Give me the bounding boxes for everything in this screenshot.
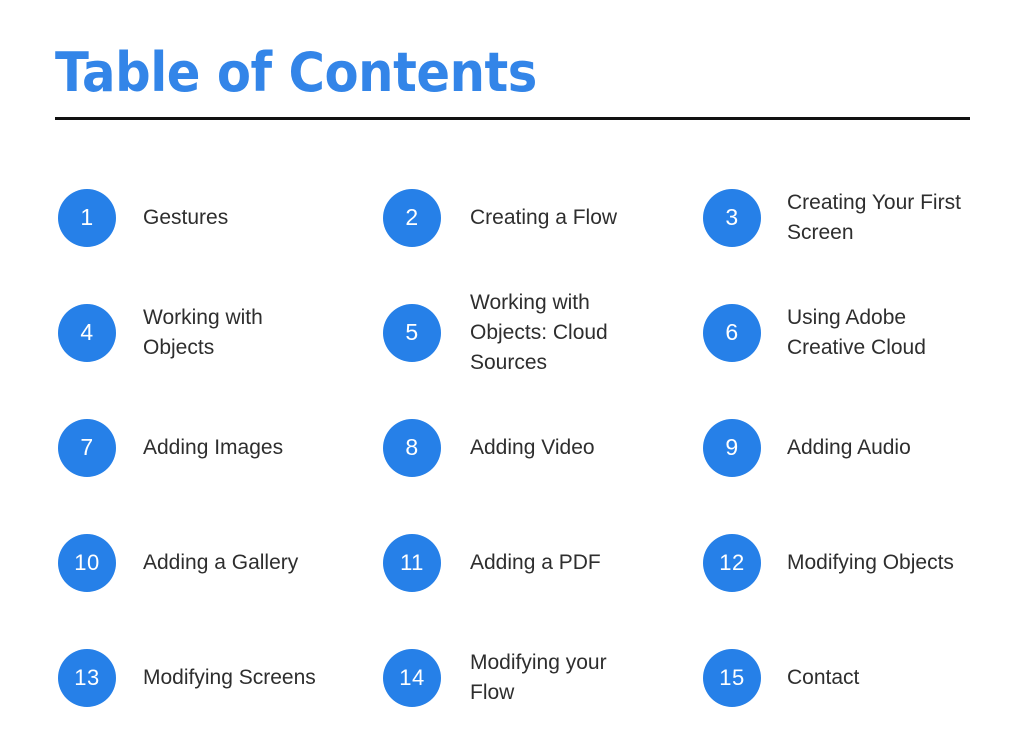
toc-entry-label: Working with Objects: Cloud Sources <box>470 290 608 374</box>
toc-entry-label: Modifying Screens <box>143 665 316 689</box>
toc-entry-6[interactable]: 6 Using Adobe Creative Cloud <box>653 275 983 390</box>
toc-entry-label: Modifying Objects <box>787 550 954 574</box>
toc-number-badge: 3 <box>703 188 761 247</box>
toc-number-badge: 12 <box>703 533 761 592</box>
toc-number-badge: 1 <box>58 188 116 247</box>
toc-number-badge: 7 <box>58 418 116 477</box>
toc-entry-8[interactable]: 8 Adding Video <box>328 390 653 505</box>
toc-number-badge: 2 <box>383 188 441 247</box>
toc-entry-13[interactable]: 13 Modifying Screens <box>0 620 328 735</box>
toc-number-badge: 8 <box>383 418 441 477</box>
toc-number-badge: 15 <box>703 648 761 707</box>
toc-number-badge: 11 <box>383 533 441 592</box>
toc-number-badge: 6 <box>703 303 761 362</box>
toc-entry-4[interactable]: 4 Working with Objects <box>0 275 328 390</box>
toc-entry-14[interactable]: 14 Modifying your Flow <box>328 620 653 735</box>
toc-entry-label: Creating a Flow <box>470 205 618 229</box>
toc-entry-10[interactable]: 10 Adding a Gallery <box>0 505 328 620</box>
toc-number-badge: 4 <box>58 303 116 362</box>
toc-entry-label: Adding Video <box>470 435 595 459</box>
toc-entry-label: Adding a Gallery <box>143 550 299 574</box>
toc-entry-1[interactable]: 1 Gestures <box>0 160 328 275</box>
toc-entry-11[interactable]: 11 Adding a PDF <box>328 505 653 620</box>
toc-entry-3[interactable]: 3 Creating Your First Screen <box>653 160 983 275</box>
page-title: Table of Contents <box>55 41 537 104</box>
toc-entry-5[interactable]: 5 Working with Objects: Cloud Sources <box>328 275 653 390</box>
toc-entry-label: Using Adobe Creative Cloud <box>787 305 926 359</box>
toc-entry-label: Adding Audio <box>787 435 911 459</box>
toc-number-badge: 10 <box>58 533 116 592</box>
toc-entry-9[interactable]: 9 Adding Audio <box>653 390 983 505</box>
table-of-contents-grid: 1 Gestures 2 Creating a Flow 3 Creating … <box>0 160 1024 735</box>
toc-entry-label: Adding a PDF <box>470 550 601 574</box>
toc-entry-label: Working with Objects <box>143 305 263 359</box>
header: Table of Contents <box>55 44 970 120</box>
toc-entry-label: Adding Images <box>143 435 284 459</box>
toc-number-badge: 5 <box>383 303 441 362</box>
toc-entry-label: Contact <box>787 665 860 689</box>
toc-entry-label: Gestures <box>143 205 229 229</box>
toc-entry-label: Creating Your First Screen <box>787 190 961 244</box>
toc-entry-2[interactable]: 2 Creating a Flow <box>328 160 653 275</box>
toc-number-badge: 13 <box>58 648 116 707</box>
toc-number-badge: 9 <box>703 418 761 477</box>
toc-number-badge: 14 <box>383 648 441 707</box>
toc-entry-12[interactable]: 12 Modifying Objects <box>653 505 983 620</box>
toc-entry-label: Modifying your Flow <box>470 650 607 704</box>
toc-entry-15[interactable]: 15 Contact <box>653 620 983 735</box>
toc-entry-7[interactable]: 7 Adding Images <box>0 390 328 505</box>
title-divider <box>55 117 970 120</box>
